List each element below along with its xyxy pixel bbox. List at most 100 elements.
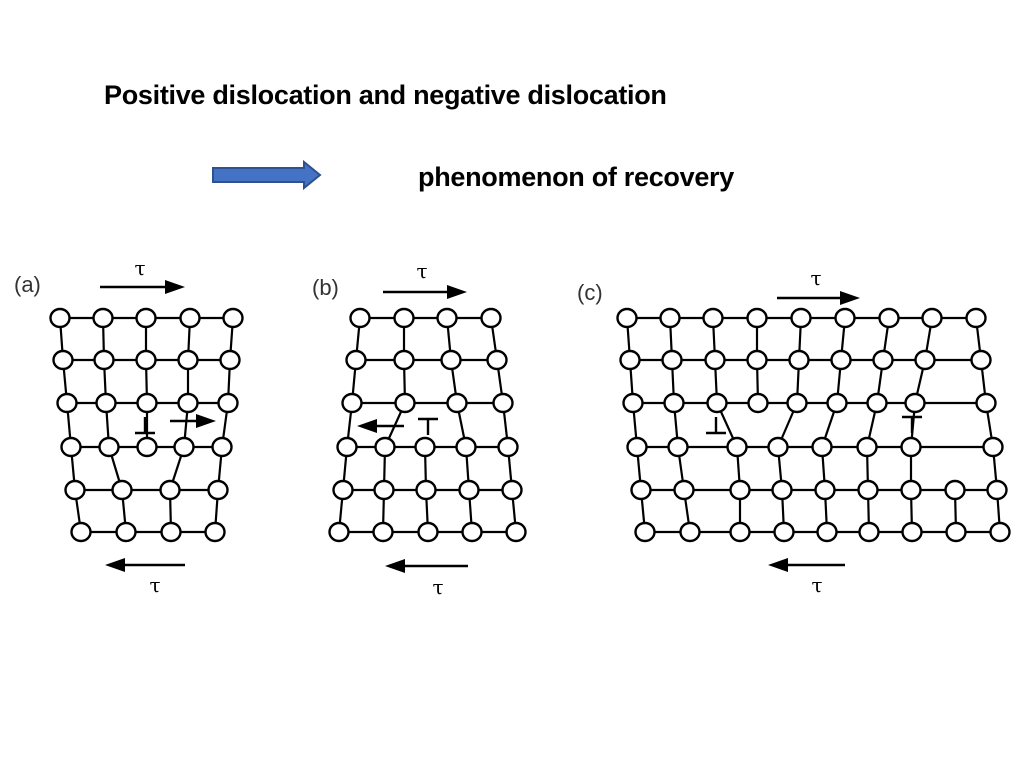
- panel-b-top-tau: τ: [416, 259, 427, 283]
- panel-c-atom: [659, 307, 681, 329]
- panel-c-atom: [901, 521, 923, 543]
- panel-c-label: (c): [577, 280, 603, 305]
- panel-a-atom: [173, 436, 195, 458]
- panel-c-atom: [706, 392, 728, 414]
- panel-b-atom: [374, 436, 396, 458]
- panel-c-atom: [767, 436, 789, 458]
- result-text: phenomenon of recovery: [418, 162, 734, 192]
- panel-c-atom: [811, 436, 833, 458]
- dislocation-diagram: (a)ττ(b)ττ(c)ττ: [14, 256, 1011, 599]
- panel-b-atom: [497, 436, 519, 458]
- panel-b-atom: [332, 479, 354, 501]
- panel-c-atom: [945, 521, 967, 543]
- panel-c-atom: [622, 392, 644, 414]
- panel-c-atom: [788, 349, 810, 371]
- panel-a-atom: [222, 307, 244, 329]
- panel-b-atom: [455, 436, 477, 458]
- panel-a-atom: [160, 521, 182, 543]
- panel-a-atom: [93, 349, 115, 371]
- panel-a-atom: [211, 436, 233, 458]
- panel-c-atom: [626, 436, 648, 458]
- panel-c-atom: [663, 392, 685, 414]
- panel-a-atom: [135, 307, 157, 329]
- panel-b-atom: [492, 392, 514, 414]
- panel-a-dislocation-motion-arrow-head: [196, 414, 216, 428]
- panel-a-top-tau: τ: [134, 256, 145, 280]
- right-arrow-icon: [212, 159, 322, 191]
- panel-c-atom: [872, 349, 894, 371]
- panel-a-atom: [52, 349, 74, 371]
- panel-a-atom: [136, 392, 158, 414]
- panel-c-atom: [729, 521, 751, 543]
- panel-a-atom: [204, 521, 226, 543]
- panel-c-atom: [746, 307, 768, 329]
- panel-b-atom: [328, 521, 350, 543]
- panel-c-atom: [746, 349, 768, 371]
- panel-a-atom: [70, 521, 92, 543]
- panel-c-atom: [661, 349, 683, 371]
- panel-b-atom: [458, 479, 480, 501]
- panel-c-atom: [858, 521, 880, 543]
- panel-b-atom: [501, 479, 523, 501]
- panel-b-atom: [436, 307, 458, 329]
- panel-a-bottom-shear-arrow-head: [105, 558, 125, 572]
- panel-c-atom: [900, 436, 922, 458]
- panel-b-atom: [373, 479, 395, 501]
- panel-b-atom: [446, 392, 468, 414]
- panel-c-atom: [857, 479, 879, 501]
- panel-a-atom: [64, 479, 86, 501]
- panel-a-label: (a): [14, 272, 41, 297]
- panel-c-atom: [914, 349, 936, 371]
- panel-c-atom: [834, 307, 856, 329]
- panel-c-atom: [679, 521, 701, 543]
- panel-a-atom: [177, 349, 199, 371]
- panel-a-atom: [98, 436, 120, 458]
- panel-b-label: (b): [312, 275, 339, 300]
- panel-c-atom: [982, 436, 1004, 458]
- panel-a-atom: [111, 479, 133, 501]
- panel-c-atom: [673, 479, 695, 501]
- panel-c-atom: [816, 521, 838, 543]
- panel-a-atom: [115, 521, 137, 543]
- panel-a-atom: [56, 392, 78, 414]
- panel-c-atom: [900, 479, 922, 501]
- panel-c-atom: [944, 479, 966, 501]
- panel-b-atom: [393, 349, 415, 371]
- slide-title: Positive dislocation and negative disloc…: [104, 80, 667, 110]
- panel-c-atom: [866, 392, 888, 414]
- panel-a-atom: [179, 307, 201, 329]
- panel-b-atom: [341, 392, 363, 414]
- panel-c-top-shear-arrow-head: [840, 291, 860, 305]
- panel-b-atom: [394, 392, 416, 414]
- panel-c-atom: [729, 479, 751, 501]
- panel-b-bottom-tau: τ: [432, 575, 443, 599]
- panel-a-atom: [92, 307, 114, 329]
- panel-a-atom: [136, 436, 158, 458]
- panel-b-atom: [349, 307, 371, 329]
- panel-b-atom: [417, 521, 439, 543]
- panel-c-atom: [726, 436, 748, 458]
- panel-a-bottom-tau: τ: [149, 573, 160, 597]
- panel-b-atom: [480, 307, 502, 329]
- panel-c-atom: [773, 521, 795, 543]
- panel-a-atom: [207, 479, 229, 501]
- panel-a-atom: [159, 479, 181, 501]
- panel-c-atom: [826, 392, 848, 414]
- panel-c-atom: [830, 349, 852, 371]
- panel-b-bottom-shear-arrow-head: [385, 559, 405, 573]
- panel-b-atom: [461, 521, 483, 543]
- panel-b-atom: [345, 349, 367, 371]
- panel-c-atom: [986, 479, 1008, 501]
- panel-c-atom: [790, 307, 812, 329]
- panel-b-atom: [440, 349, 462, 371]
- panel-c-atom: [878, 307, 900, 329]
- panel-c-atom: [619, 349, 641, 371]
- panel-a-atom: [49, 307, 71, 329]
- panel-c-atom: [747, 392, 769, 414]
- panel-c-atom: [786, 392, 808, 414]
- panel-b-atom: [414, 436, 436, 458]
- panel-a-top-shear-arrow-head: [165, 280, 185, 294]
- panel-c-atom: [921, 307, 943, 329]
- panel-c-atom: [630, 479, 652, 501]
